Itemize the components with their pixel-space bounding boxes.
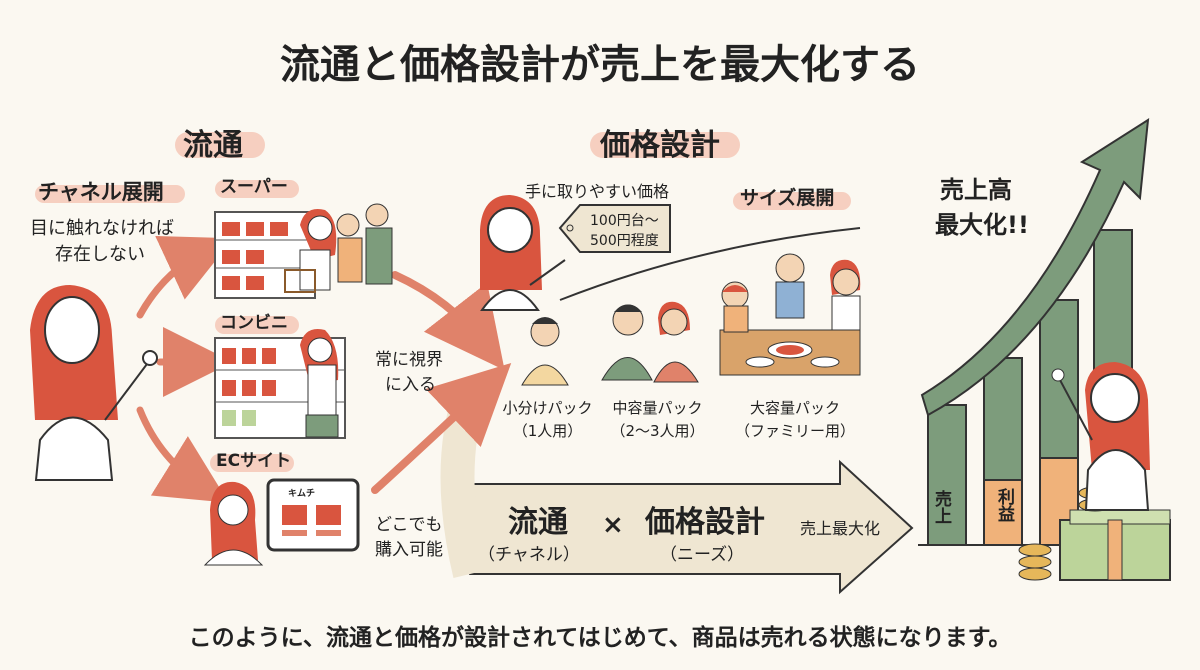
formula-right-sub: （ニーズ） (660, 545, 745, 565)
price-tag-line2: 500円程度 (590, 233, 659, 249)
size-curve (559, 227, 861, 301)
affordable-label: 手に取りやすい価格 (525, 182, 670, 201)
anywhere-line2: 購入可能 (375, 540, 443, 560)
conbini-highlight (215, 316, 299, 334)
pack-large-name: 大容量パック (749, 399, 840, 417)
anywhere-line1: どこでも (375, 515, 443, 535)
distribution-highlight (175, 132, 265, 158)
channel-conbini-label: コンビニ (220, 313, 288, 333)
ec-highlight (210, 454, 294, 472)
conbini-illustration (214, 329, 346, 439)
arrow-ec-to-pricing (371, 362, 512, 494)
supermarket-illustration (214, 203, 393, 299)
woman-left-illustration (30, 285, 158, 481)
pricing-woman-illustration (480, 195, 566, 311)
result-label-line2: 最大化!! (935, 211, 1029, 239)
always-visible-line1: 常に視界 (375, 350, 443, 370)
formula-right: 価格設計 (645, 505, 765, 540)
formula-operator: × (602, 510, 624, 540)
pack-small-sub: （1人用） (512, 422, 583, 440)
pack-medium-name: 中容量パック (612, 399, 703, 417)
price-tag-line1: 100円台〜 (590, 213, 659, 229)
arrow-to-ec (136, 406, 229, 503)
pricing-heading: 価格設計 (600, 128, 720, 163)
result-label-line1: 売上高 (940, 176, 1012, 204)
footer-summary: このように、流通と価格が設計されてはじめて、商品は売れる状態になります。 (188, 625, 1012, 651)
page-title: 流通と価格設計が売上を最大化する (280, 42, 920, 88)
pack-small-name: 小分けパック (502, 399, 593, 417)
pack-medium-sub: （2〜3人用） (610, 422, 705, 440)
small-pack-illustration (521, 317, 569, 386)
channel-ec-label: ECサイト (216, 451, 292, 471)
size-label: サイズ展開 (740, 187, 835, 209)
result-woman-illustration (1051, 362, 1150, 511)
bar-profit-label: 利益 (994, 488, 1014, 522)
super-highlight (215, 180, 299, 198)
arrow-to-super (136, 235, 234, 319)
family-pack-illustration (719, 253, 861, 376)
arrow-super-to-pricing (391, 271, 505, 371)
growth-arrow (920, 118, 1150, 417)
channel-note-line2: 存在しない (55, 244, 145, 265)
formula-left: 流通 (508, 505, 568, 540)
price-tag-shape (558, 204, 671, 253)
size-highlight (733, 192, 851, 210)
bar-sales-label: 売上 (931, 490, 951, 524)
formula-arrow-tail (440, 389, 487, 578)
channel-label: チャネル展開 (38, 180, 164, 204)
channel-highlight (35, 185, 185, 203)
formula-result: 売上最大化 (800, 519, 881, 538)
distribution-heading: 流通 (183, 128, 243, 163)
pack-large-sub: （ファミリー用） (734, 422, 855, 440)
pricing-highlight (590, 132, 740, 158)
ec-screen-tag: キムチ (288, 489, 316, 499)
always-visible-line2: に入る (385, 375, 436, 395)
channel-super-label: スーパー (220, 177, 288, 197)
medium-pack-illustration (601, 301, 699, 383)
channel-note-line1: 目に触れなければ (30, 218, 174, 239)
coins-cash-illustration (1018, 486, 1171, 581)
ec-illustration (203, 478, 360, 566)
formula-left-sub: （チャネル） (478, 545, 580, 565)
